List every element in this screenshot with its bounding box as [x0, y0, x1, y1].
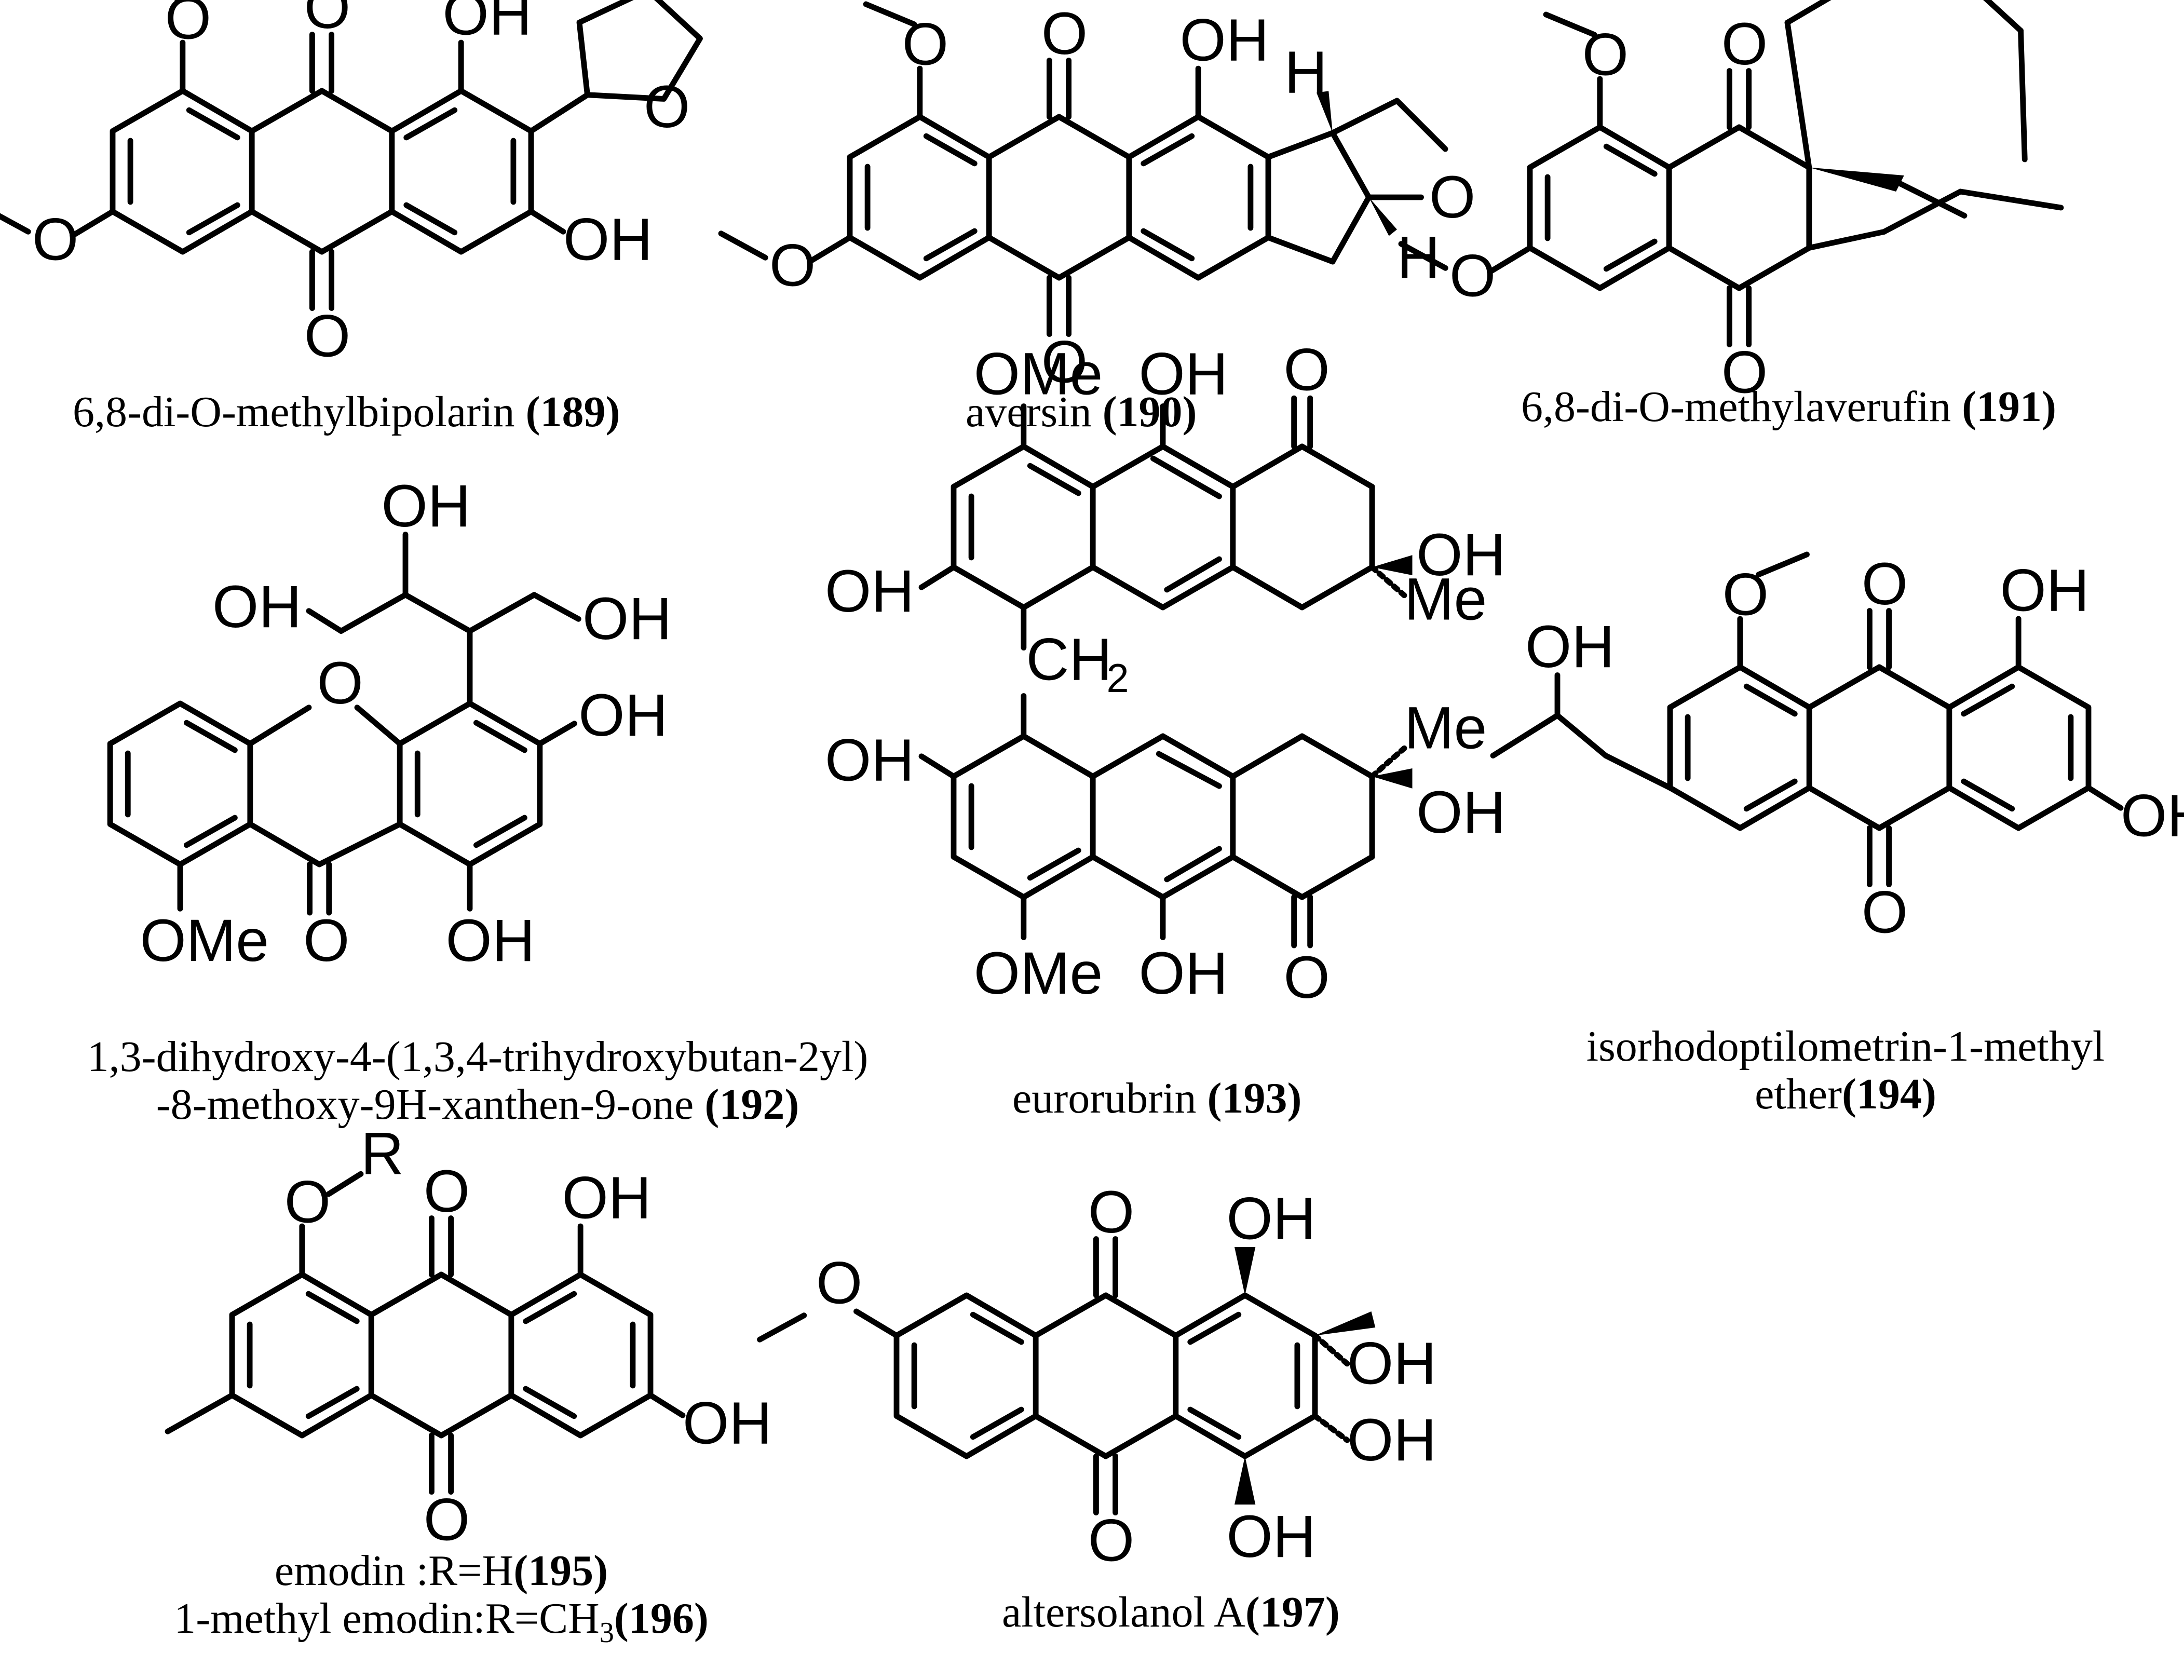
caption-number: (195) [513, 1547, 608, 1595]
caption-197: altersolanol A(197) [1002, 1588, 1340, 1636]
atom-o: O [1041, 1, 1088, 67]
caption-text: 1-methyl emodin:R=CH [174, 1594, 600, 1643]
atom-oh: OH [563, 207, 653, 273]
caption-195-196: emodin :R=H(195) 1-methyl emodin:R=CH3(1… [104, 1547, 779, 1649]
structure-194: O O O OH OH OH [1490, 551, 2184, 946]
atom-me: Me [1404, 695, 1487, 761]
caption-number: (191) [1962, 383, 2057, 431]
caption-192: 1,3-dihydroxy-4-(1,3,4-trihydroxybutan-2… [16, 1033, 940, 1129]
atom-oh: OH [1227, 1186, 1316, 1252]
atom-ch: CH [1026, 627, 1113, 693]
atom-o: O [165, 0, 211, 51]
caption-text: aversin [966, 388, 1103, 436]
caption-193: eurorubrin (193) [1012, 1074, 1302, 1122]
atom-o: O [284, 1169, 331, 1235]
atom-o: O [1721, 11, 1768, 77]
atom-oh: OH [2121, 783, 2184, 849]
atom-h: H [1284, 39, 1327, 105]
caption-number: (196) [614, 1594, 709, 1643]
atom-oh: OH [1416, 522, 1505, 588]
atom-o: O [1088, 1179, 1134, 1245]
atom-oh: OH [2000, 558, 2090, 624]
atom-oh: OH [1139, 940, 1228, 1007]
atom-oh: OH [443, 0, 532, 48]
atom-oh: OH [1139, 341, 1228, 407]
caption-text: 6,8-di-O-methylaverufin [1521, 383, 1962, 431]
structure-191: O O O O H [1398, 0, 2064, 406]
atom-oh: OH [562, 1165, 652, 1231]
atom-o: O [1862, 551, 1908, 617]
caption-text: altersolanol A [1002, 1588, 1245, 1636]
structure-197: O O O OH OH OH OH [757, 1179, 1436, 1574]
caption-number: (197) [1245, 1588, 1340, 1636]
atom-oh: OH [382, 473, 471, 539]
structure-193: O OMe OH OH OH Me CH 2 O OMe [825, 336, 1505, 1010]
atom-oh: OH [683, 1390, 772, 1457]
atom-h: H [1397, 224, 1440, 291]
atom-o: O [424, 1158, 470, 1225]
structure-190: O O O O OH O H H [718, 1, 1475, 396]
caption-text: eurorubrin [1012, 1074, 1208, 1122]
atom-o: O [769, 233, 816, 299]
atom-o: O [1862, 879, 1908, 946]
atom-oh: OH [1347, 1331, 1436, 1397]
atom-ome: OMe [140, 907, 269, 974]
atom-o: O [304, 0, 350, 41]
atom-oh: OH [578, 682, 668, 749]
atom-o: O [1284, 336, 1330, 403]
structure-192: O O OMe OH OH OH OH OH [107, 473, 672, 974]
caption-number: (192) [704, 1080, 799, 1129]
atom-oh: OH [1180, 7, 1269, 73]
atom-oh: OH [582, 586, 672, 652]
atom-r: R [361, 1120, 404, 1187]
atom-oh: OH [825, 727, 914, 793]
atom-o: O [1721, 340, 1768, 406]
atom-o: O [424, 1487, 470, 1553]
atom-ome: OMe [974, 940, 1103, 1007]
atom-oh: OH [446, 907, 535, 974]
caption-190: aversin (190) [966, 388, 1197, 436]
atom-oh: OH [825, 558, 914, 625]
atom-o: O [303, 907, 349, 974]
caption-number: (194) [1841, 1070, 1936, 1119]
caption-194: isorhodoptilometrin-1-methyl ether(194) [1526, 1022, 2165, 1119]
atom-oh: OH [1525, 614, 1615, 680]
atom-o: O [644, 74, 690, 140]
atom-ome: OMe [974, 341, 1103, 407]
atom-o: O [1429, 164, 1475, 231]
atom-o: O [1284, 944, 1330, 1011]
caption-text: 1,3-dihydroxy-4-(1,3,4-trihydroxybutan-2… [87, 1033, 869, 1081]
atom-o: O [816, 1250, 862, 1317]
atom-oh: OH [1347, 1407, 1436, 1473]
atom-oh: OH [1227, 1503, 1316, 1570]
atom-o: O [1041, 329, 1088, 396]
caption-subscript: 3 [599, 1617, 614, 1649]
caption-191: 6,8-di-O-methylaverufin (191) [1521, 383, 2056, 431]
atom-o: O [32, 207, 78, 273]
atom-oh: OH [1416, 779, 1505, 846]
caption-number: (193) [1207, 1074, 1302, 1122]
caption-number: (190) [1102, 388, 1197, 436]
caption-text: emodin :R=H [274, 1547, 514, 1595]
atom-me: Me [1404, 566, 1487, 632]
atom-o: O [1088, 1508, 1134, 1574]
caption-text: 6,8-di-O-methylbipolarin [73, 388, 526, 436]
caption-text: isorhodoptilometrin-1-methyl [1586, 1022, 2105, 1071]
atom-subscript: 2 [1107, 656, 1129, 701]
caption-text: ether [1755, 1070, 1842, 1119]
atom-oh: OH [212, 574, 302, 640]
caption-number: (189) [525, 388, 620, 436]
caption-text: -8-methoxy-9H-xanthen-9-one [156, 1080, 705, 1129]
atom-o: O [304, 303, 350, 370]
structure-195-196: O O O R OH OH [165, 1120, 772, 1553]
atom-o: O [317, 650, 363, 716]
caption-189: 6,8-di-O-methylbipolarin (189) [73, 388, 620, 436]
structure-189: O O O O OH OH O [0, 0, 703, 370]
atom-o: O [1449, 243, 1496, 309]
